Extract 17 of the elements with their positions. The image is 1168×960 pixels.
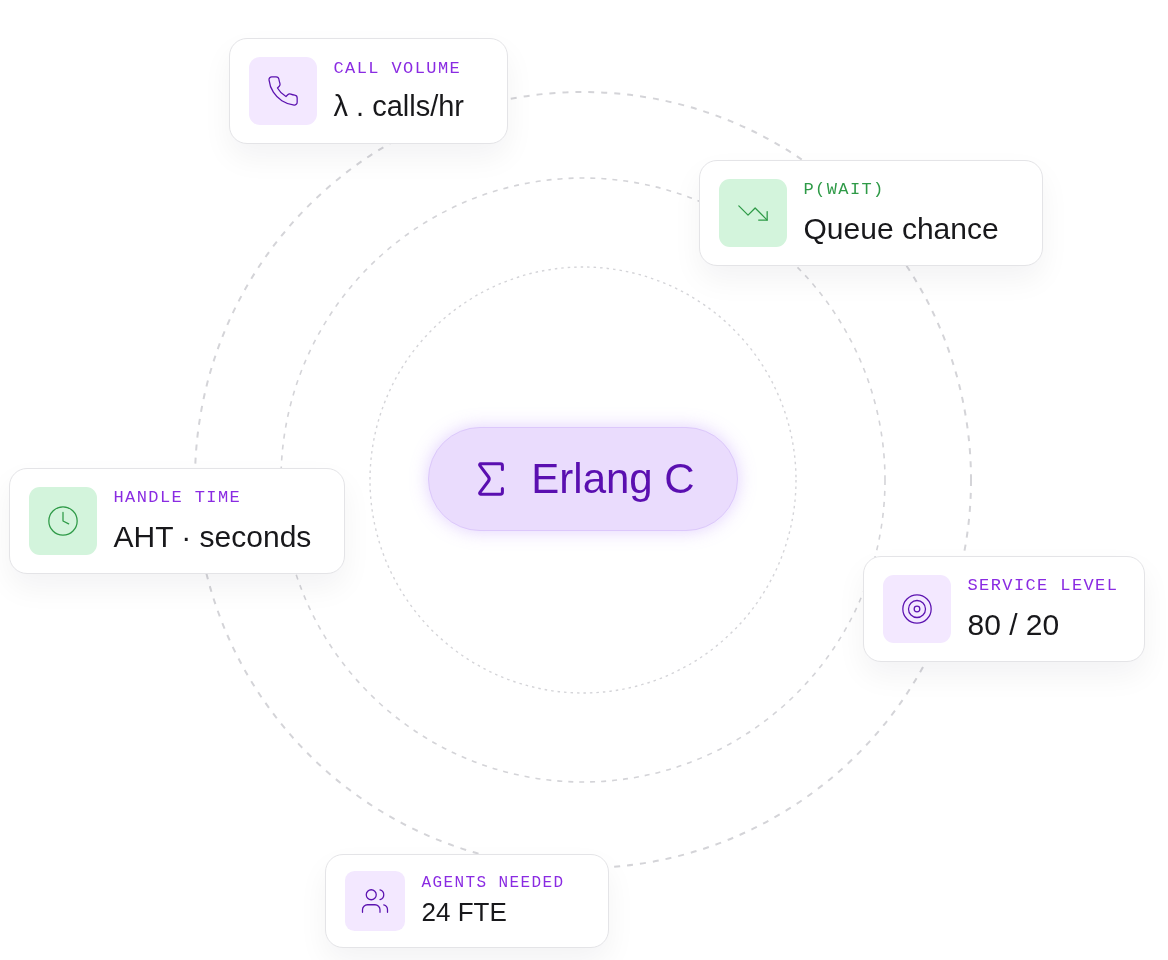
metric-label: SERVICE LEVEL — [967, 575, 1119, 596]
metric-label: AGENTS NEEDED — [421, 873, 565, 893]
formula-title: Erlang C — [531, 455, 695, 503]
metric-label: HANDLE TIME — [113, 487, 243, 508]
metric-label: CALL VOLUME — [333, 58, 463, 79]
metric-card — [229, 38, 508, 144]
metric-value: AHT · seconds — [113, 519, 312, 554]
metric-card — [699, 160, 1043, 266]
formula-pill — [428, 427, 738, 531]
metric-value: 80 / 20 — [967, 607, 1061, 642]
metric-value: 24 FTE — [421, 898, 508, 929]
metric-card — [863, 556, 1145, 662]
metric-label: P(WAIT) — [803, 179, 886, 200]
metric-value: λ . calls/hr — [333, 90, 465, 124]
metric-value: Queue chance — [803, 211, 999, 246]
metric-card — [9, 468, 345, 574]
metric-card — [325, 854, 609, 948]
